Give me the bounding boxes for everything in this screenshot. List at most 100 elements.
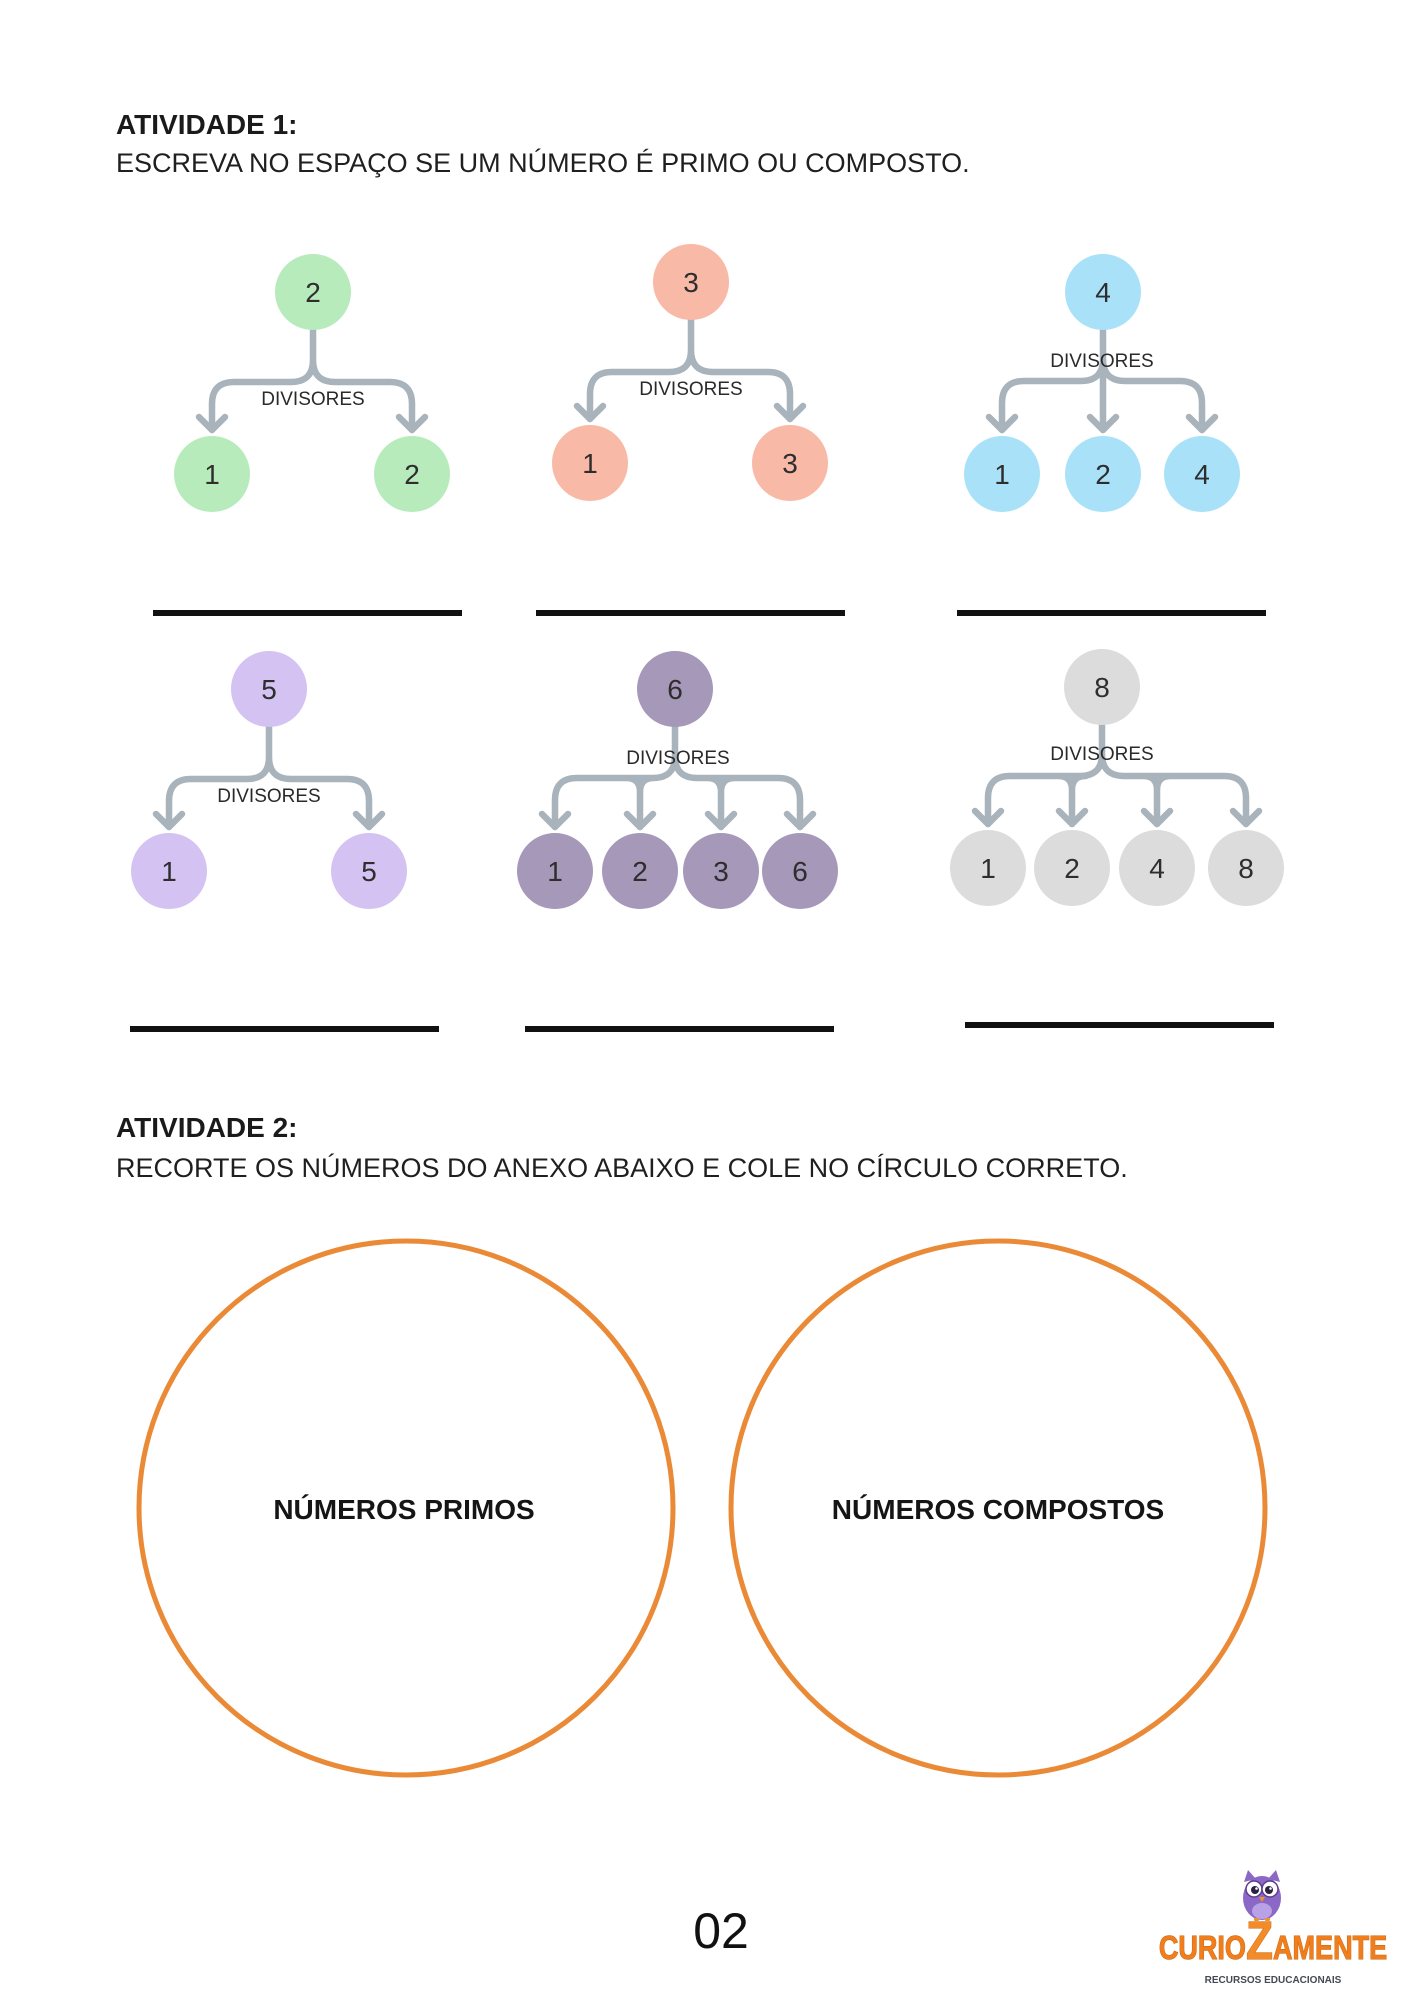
root-number-circle (637, 651, 713, 727)
arrow-down-icon (395, 413, 429, 434)
primes-circle: NÚMEROS PRIMOS (136, 1238, 676, 1778)
divisor-number: 1 (994, 459, 1010, 490)
divisors-label: DIVISORES (261, 389, 364, 410)
arrow-down-icon (1086, 413, 1120, 434)
arrow-down-icon (352, 810, 386, 831)
divisor-number: 1 (980, 853, 996, 884)
composites-circle: NÚMEROS COMPOSTOS (728, 1238, 1268, 1778)
logo-name-z: Z (1246, 1911, 1273, 1971)
divisor-number: 3 (782, 448, 798, 479)
root-number: 4 (1095, 277, 1111, 308)
divisor-circle (1119, 830, 1195, 906)
divisor-circle (752, 425, 828, 501)
logo-name-start: CURIO (1159, 1931, 1246, 1967)
divisor-circle (1065, 436, 1141, 512)
arrow-down-icon (1229, 807, 1263, 828)
logo-tagline: RECURSOS EDUCACIONAIS (1205, 1975, 1342, 1986)
arrow-down-icon (538, 810, 572, 831)
divisor-number: 4 (1149, 853, 1165, 884)
divisor-number: 1 (204, 459, 220, 490)
divisor-circle (602, 833, 678, 909)
divisor-number: 8 (1238, 853, 1254, 884)
arrow-down-icon (152, 810, 186, 831)
composites-circle-outline (728, 1238, 1268, 1778)
divisors-label: DIVISORES (626, 748, 729, 769)
owl-icon (1243, 1870, 1281, 1921)
divisors-label: DIVISORES (1050, 744, 1153, 765)
divisor-circle (552, 425, 628, 501)
connector-line (984, 721, 1250, 828)
root-number: 3 (683, 267, 699, 298)
divisor-circle (374, 436, 450, 512)
connector-line (586, 316, 794, 423)
divisor-circle (964, 436, 1040, 512)
arrow-down-icon (773, 402, 807, 423)
logo-wordmark: CURIOZAMENTE (1159, 1911, 1387, 1971)
divisors-label: DIVISORES (217, 786, 320, 807)
composites-circle-label: NÚMEROS COMPOSTOS (832, 1494, 1164, 1525)
arrow-down-icon (704, 810, 738, 831)
connector-line (208, 326, 416, 434)
root-number-circle (275, 254, 351, 330)
root-number: 5 (261, 674, 277, 705)
arrow-down-icon (1055, 807, 1089, 828)
activity-1-instruction: ESCREVA NO ESPAÇO SE UM NÚMERO É PRIMO O… (116, 147, 970, 178)
divisor-number: 1 (547, 856, 563, 887)
divisor-circle (1208, 830, 1284, 906)
arrow-down-icon (1140, 807, 1174, 828)
divisor-circle (517, 833, 593, 909)
activity-1-title: ATIVIDADE 1: (116, 109, 298, 140)
divisor-number: 2 (404, 459, 420, 490)
activity-2-instruction: RECORTE OS NÚMEROS DO ANEXO ABAIXO E COL… (116, 1152, 1128, 1183)
logo-name-end: AMENTE (1273, 1931, 1387, 1967)
answer-lines-row-2 (130, 1022, 1274, 1032)
divisor-number: 1 (582, 448, 598, 479)
divisors-label: DIVISORES (1050, 351, 1153, 372)
primes-circle-outline (136, 1238, 676, 1778)
divisor-number: 5 (361, 856, 377, 887)
divisors-label: DIVISORES (639, 379, 742, 400)
arrow-down-icon (623, 810, 657, 831)
page-number: 02 (693, 1903, 749, 1959)
root-number-circle (1064, 649, 1140, 725)
divisor-number: 1 (161, 856, 177, 887)
primes-circle-label: NÚMEROS PRIMOS (273, 1494, 534, 1525)
divisor-number: 2 (632, 856, 648, 887)
divisor-circle (331, 833, 407, 909)
activity-2-title: ATIVIDADE 2: (116, 1112, 298, 1143)
divisor-number: 4 (1194, 459, 1210, 490)
divisor-circle (762, 833, 838, 909)
divisor-number: 3 (713, 856, 729, 887)
divisor-circle (1164, 436, 1240, 512)
divisor-number: 2 (1095, 459, 1111, 490)
arrow-down-icon (573, 402, 607, 423)
root-number: 2 (305, 277, 321, 308)
divisor-circle (131, 833, 207, 909)
root-number-circle (231, 651, 307, 727)
connector-line (551, 723, 804, 831)
root-number: 6 (667, 674, 683, 705)
connector-line (998, 326, 1206, 434)
divisor-circle (683, 833, 759, 909)
divisor-circle (174, 436, 250, 512)
arrow-down-icon (783, 810, 817, 831)
divisor-number: 2 (1064, 853, 1080, 884)
arrow-down-icon (985, 413, 1019, 434)
arrow-down-icon (195, 413, 229, 434)
root-number: 8 (1094, 672, 1110, 703)
connector-line (165, 723, 373, 831)
divisor-number: 6 (792, 856, 808, 887)
arrow-down-icon (1185, 413, 1219, 434)
arrow-down-icon (971, 807, 1005, 828)
root-number-circle (1065, 254, 1141, 330)
brand-logo: CURIOZAMENTE RECURSOS EDUCACIONAIS (1158, 1870, 1388, 1986)
